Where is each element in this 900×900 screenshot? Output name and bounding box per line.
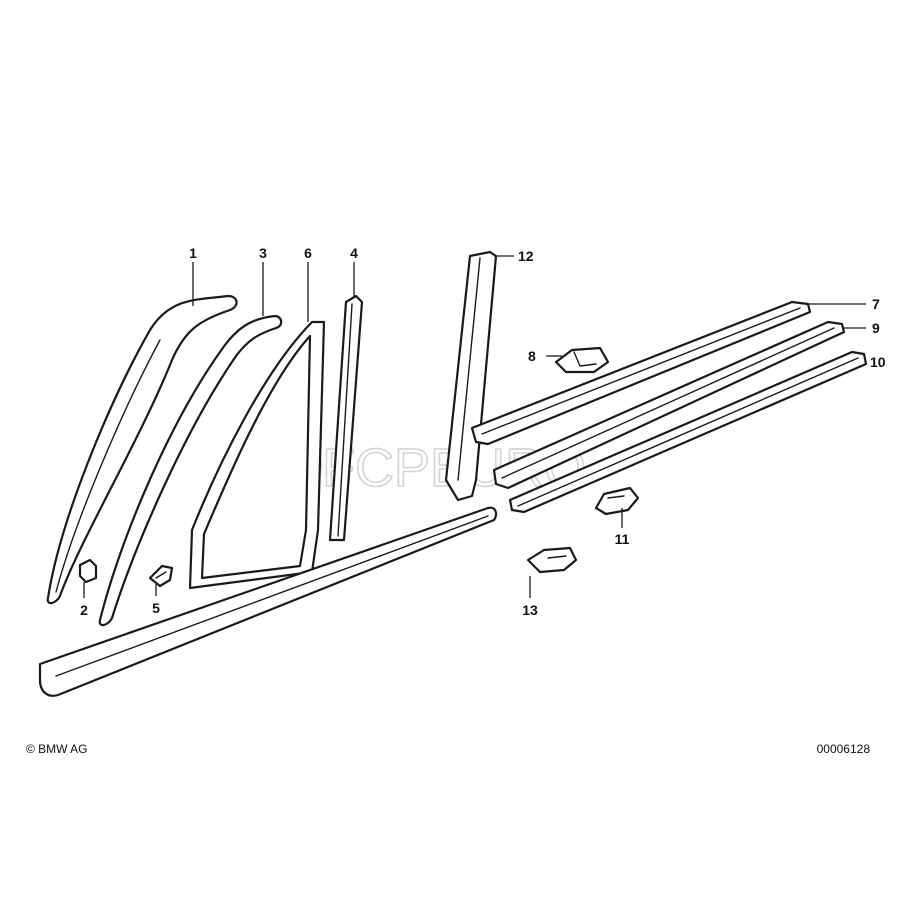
callout-9[interactable]: 9 xyxy=(872,320,880,336)
part-2-clip[interactable] xyxy=(78,558,98,584)
copyright-notice: © BMW AG xyxy=(26,742,88,756)
diagram-number: 00006128 xyxy=(816,742,870,756)
part-13-end-cap[interactable] xyxy=(526,546,578,574)
part-11-clip[interactable] xyxy=(594,486,640,516)
part-8-clip-detail xyxy=(573,351,597,367)
part-8-clip[interactable] xyxy=(554,346,610,374)
part-4-pillar-strip[interactable] xyxy=(328,294,364,542)
callout-7[interactable]: 7 xyxy=(872,296,880,312)
part-12-inner-line xyxy=(457,257,481,481)
callout-labels: 1 2 3 4 5 6 7 8 9 10 11 12 13 xyxy=(80,245,886,618)
callout-6[interactable]: 6 xyxy=(304,245,312,261)
callout-11[interactable]: 11 xyxy=(615,531,630,547)
part-9-inner-line xyxy=(501,327,835,479)
callout-8[interactable]: 8 xyxy=(528,348,536,364)
part-12-window-channel[interactable] xyxy=(444,250,498,502)
lower-door-moulding-edge xyxy=(55,515,489,677)
part-1-curved-moulding[interactable] xyxy=(46,294,238,605)
part-11-clip-detail xyxy=(607,495,625,499)
part-3-frame-strip[interactable] xyxy=(98,314,283,627)
part-7-inner-line xyxy=(481,307,801,435)
callout-13[interactable]: 13 xyxy=(522,602,538,618)
part-4-inner-line xyxy=(337,303,353,537)
part-6-inner-opening xyxy=(200,334,312,580)
callout-1[interactable]: 1 xyxy=(189,245,197,261)
callout-10[interactable]: 10 xyxy=(870,354,886,370)
part-10-inner-line xyxy=(517,357,859,507)
part-1-inner-line xyxy=(55,339,161,593)
callout-12[interactable]: 12 xyxy=(518,248,534,264)
callout-5[interactable]: 5 xyxy=(152,600,160,616)
part-5-clip[interactable] xyxy=(148,564,174,588)
part-13-cap-detail xyxy=(547,555,567,559)
callout-3[interactable]: 3 xyxy=(259,245,267,261)
callout-4[interactable]: 4 xyxy=(350,245,358,261)
part-5-clip-detail xyxy=(155,571,167,579)
leader-lines xyxy=(83,255,866,598)
callout-2[interactable]: 2 xyxy=(80,602,88,618)
